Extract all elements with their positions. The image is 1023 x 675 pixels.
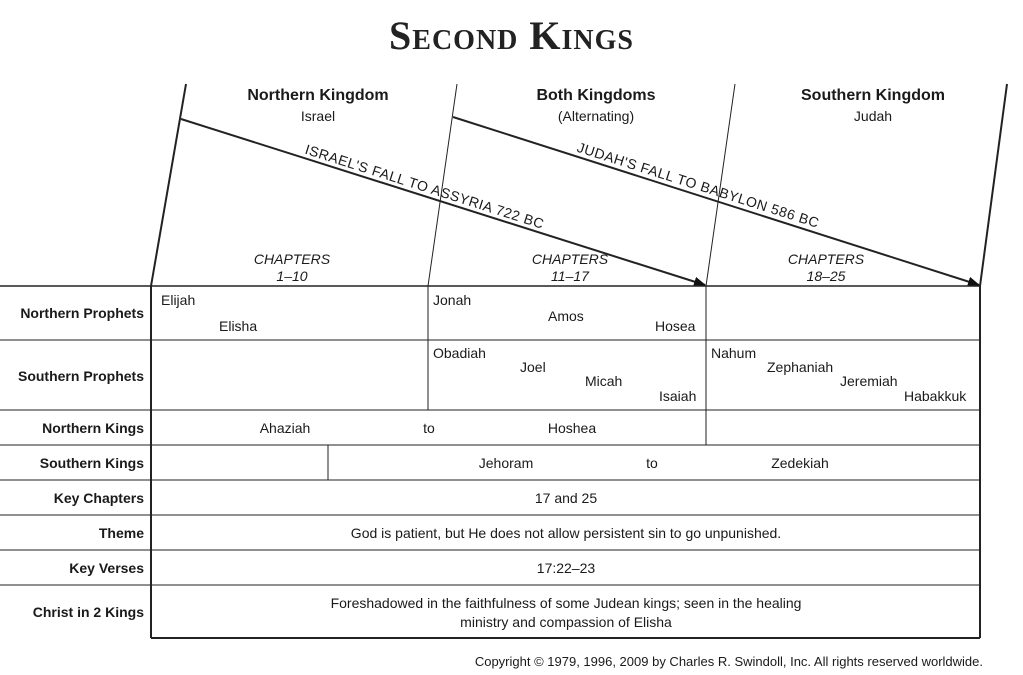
heading-northern: Northern Kingdom [247,87,389,104]
divider-2 [705,83,736,287]
row-label-theme: Theme [98,525,144,541]
prophet-hosea: Hosea [655,318,696,334]
row-label-southern-kings: Southern Kings [39,455,144,471]
row-label-key-chapters: Key Chapters [53,490,144,506]
prophet-nahum: Nahum [711,345,757,361]
kings-to: to [423,420,435,436]
chapters-range: 1–10 [276,268,308,284]
king-ahaziah: Ahaziah [259,420,311,436]
sub-both: (Alternating) [557,108,635,124]
arrow-israel [180,118,706,287]
row-label-key-verses: Key Verses [69,560,144,576]
prophet-zephaniah: Zephaniah [767,359,834,375]
prophet-elisha: Elisha [219,318,258,334]
sub-northern: Israel [300,108,336,124]
prophet-habakkuk: Habakkuk [904,388,967,404]
sub-southern: Judah [853,108,893,124]
theme-value: God is patient, but He does not allow pe… [350,525,782,541]
christ-line-2: ministry and compassion of Elisha [460,614,672,630]
heading-southern: Southern Kingdom [801,87,945,104]
prophet-joel: Joel [520,359,546,375]
key-chapters-value: 17 and 25 [534,490,598,506]
kings-to: to [646,455,658,471]
christ-line-1: Foreshadowed in the faithfulness of some… [330,595,802,611]
row-label-southern-prophets: Southern Prophets [17,368,144,384]
prophet-isaiah: Isaiah [659,388,697,404]
chapters-label: CHAPTERS [253,251,331,267]
copyright: Copyright © 1979, 1996, 2009 by Charles … [474,654,983,669]
key-verses-value: 17:22–23 [536,560,596,576]
prophet-jeremiah: Jeremiah [840,373,898,389]
prophet-micah: Micah [585,373,623,389]
prophet-elijah: Elijah [161,292,196,308]
row-label-christ: Christ in 2 Kings [32,604,144,620]
prophet-amos: Amos [548,308,584,324]
chapters-range: 11–17 [551,268,589,284]
divider-right [979,83,1008,287]
heading-both: Both Kingdoms [536,87,656,104]
row-label-northern-prophets: Northern Prophets [20,305,144,321]
row-label-northern-kings: Northern Kings [42,420,144,436]
divider-1 [427,83,458,287]
king-jehoram: Jehoram [478,455,534,471]
divider-left [150,83,187,287]
king-zedekiah: Zedekiah [771,455,829,471]
chapters-label: CHAPTERS [787,251,865,267]
arrow-judah [452,116,980,287]
king-hoshea: Hoshea [547,420,597,436]
prophet-obadiah: Obadiah [433,345,486,361]
prophet-jonah: Jonah [433,292,472,308]
page-title: Second Kings [389,13,634,58]
chapters-range: 18–25 [806,268,846,284]
chapters-label: CHAPTERS [531,251,609,267]
